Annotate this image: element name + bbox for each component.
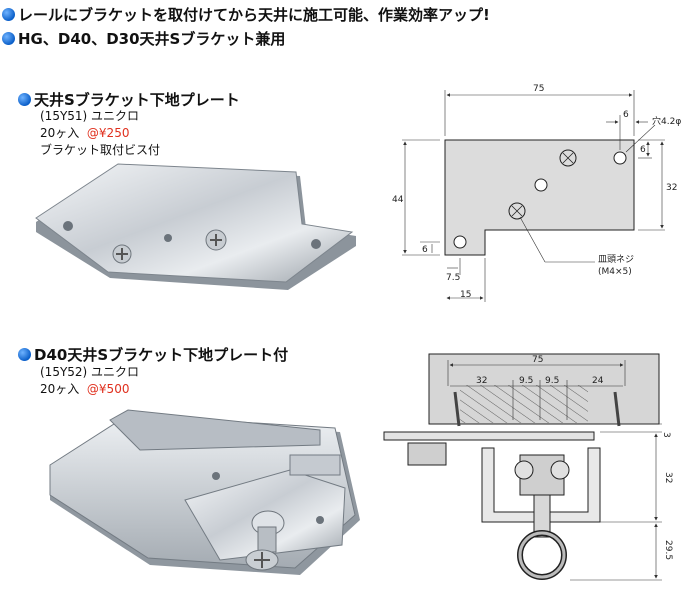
seg-32: 32: [476, 376, 487, 386]
dim-6-top: 6: [623, 110, 629, 120]
dim-75-a: 75: [533, 84, 544, 94]
bullet-icon: [2, 32, 15, 45]
dim-44: 44: [392, 195, 404, 205]
bullet-icon: [18, 93, 31, 106]
screw-label-2: (M4×5): [598, 267, 632, 277]
bullet-icon: [18, 348, 31, 361]
dim-7-5: 7.5: [446, 273, 460, 283]
product1-note: ブラケット取付ビス付: [40, 143, 161, 157]
seg-9-5-b: 9.5: [545, 376, 559, 386]
dim-29-5: 29.5: [663, 540, 673, 560]
product2-title: D40天井Sブラケット下地プレート付: [18, 344, 288, 365]
screw-label-1: 皿頭ネジ: [598, 254, 634, 265]
bullet-icon: [2, 8, 15, 21]
seg-24: 24: [592, 376, 604, 386]
product1-title: 天井Sブラケット下地プレート: [18, 89, 240, 110]
dim-32-a: 32: [666, 183, 677, 193]
header-line-2: HG、D40、D30天井Sブラケット兼用: [2, 28, 285, 49]
plate-drawing-1: 75 6 穴4.2φ 6 32 44 6 7.5 15 皿頭ネジ (M4×5): [392, 84, 681, 302]
hole-label: 穴4.2φ: [652, 115, 681, 127]
product2-qty-price: 20ヶ入 @¥500: [40, 382, 130, 396]
section-drawing-2: 75 32 9.5 9.5 24 3 32 29.5: [383, 353, 673, 581]
product1-price: @¥250: [86, 126, 130, 140]
plate-photo-1: [35, 163, 356, 290]
product1-code: (15Y51) ユニクロ: [40, 109, 140, 123]
dim-3: 3: [661, 432, 671, 438]
product2-code: (15Y52) ユニクロ: [40, 365, 140, 379]
bracket-photo-2: [49, 409, 360, 575]
dim-75-b: 75: [532, 355, 543, 365]
dim-15: 15: [460, 290, 471, 300]
dim-6-right: 6: [640, 145, 646, 155]
seg-9-5-a: 9.5: [519, 376, 533, 386]
header-line-1: レールにブラケットを取付けてから天井に施工可能、作業効率アップ!: [2, 4, 490, 25]
product1-qty-price: 20ヶ入 @¥250: [40, 126, 130, 140]
dim-32-b: 32: [663, 472, 673, 483]
dim-6-left: 6: [422, 245, 428, 255]
product2-price: @¥500: [86, 382, 130, 396]
